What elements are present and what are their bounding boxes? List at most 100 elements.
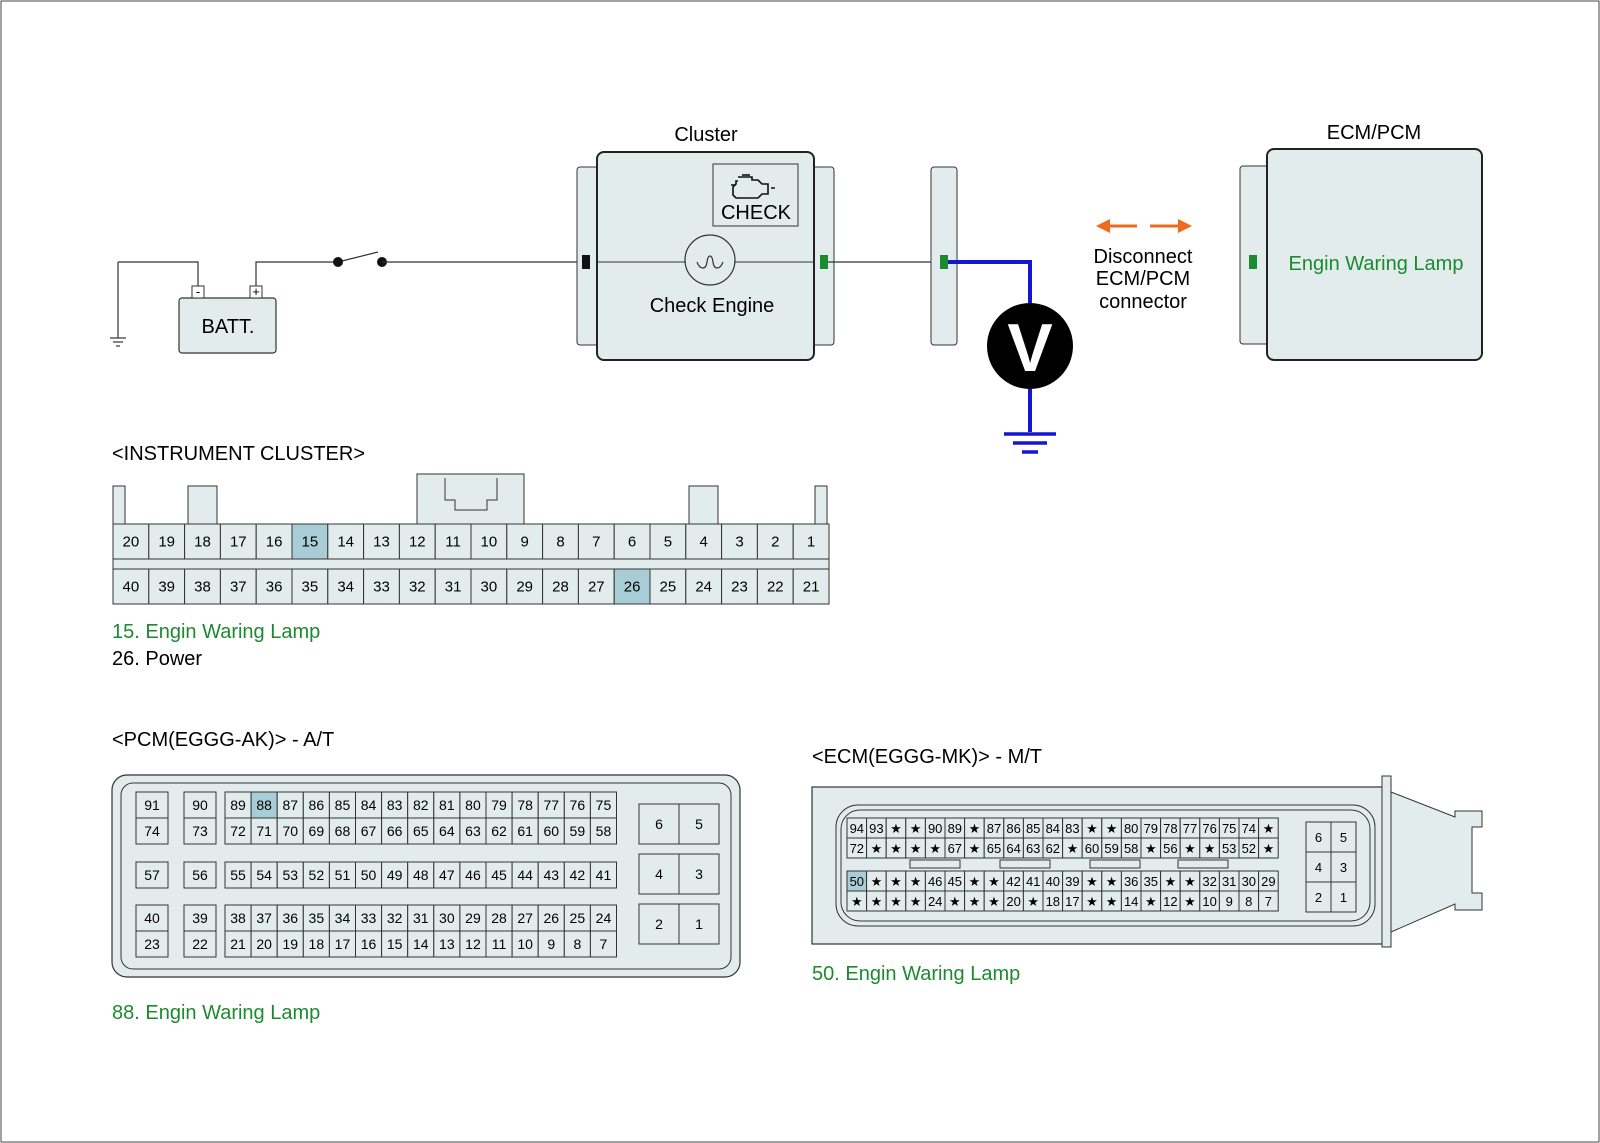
pin-label: 89 xyxy=(230,797,246,813)
ecm-pin-★: ★ xyxy=(885,870,907,892)
pin-label: 17 xyxy=(335,936,351,952)
pin-label: 13 xyxy=(373,534,390,551)
ecm-pin-★: ★ xyxy=(1081,890,1103,912)
ecm-pin xyxy=(1249,255,1257,269)
pin-label: 60 xyxy=(543,823,559,839)
ic-pin-5: 5 xyxy=(649,523,687,560)
pin-label: 5 xyxy=(695,816,703,832)
pin-label: 71 xyxy=(256,823,272,839)
pin-label: 85 xyxy=(1026,821,1040,836)
pin-label: 15 xyxy=(387,936,403,952)
pcm-pin-47: 47 xyxy=(433,861,461,889)
ecm-pin-75: 75 xyxy=(1218,817,1240,839)
pcm-pin-85: 85 xyxy=(328,791,356,819)
pin-label: 84 xyxy=(1046,821,1060,836)
pin-label: 24 xyxy=(596,910,612,926)
ground-icon xyxy=(1004,432,1056,454)
pin-label: 9 xyxy=(547,936,555,952)
pcm-pin-37: 37 xyxy=(250,904,278,932)
ecm-pin-50: 50 xyxy=(846,870,868,892)
ecm-pin-58: 58 xyxy=(1120,837,1142,859)
pcm-pin-30: 30 xyxy=(433,904,461,932)
ecm-pin-86: 86 xyxy=(1003,817,1024,839)
ecm-pin-★: ★ xyxy=(1101,890,1122,912)
pin-label: 39 xyxy=(1065,874,1079,889)
pin-label: ★ xyxy=(910,841,922,856)
pin-label: 46 xyxy=(928,874,942,889)
pcm-pin-18: 18 xyxy=(302,930,330,958)
pin-label: 67 xyxy=(361,823,377,839)
pcm-pin-7: 7 xyxy=(589,930,618,958)
pcm-pin-58: 58 xyxy=(589,817,618,845)
pin-label: 39 xyxy=(158,579,175,596)
pin-label: 26 xyxy=(624,579,641,596)
ecm-pin-35: 35 xyxy=(1140,870,1162,892)
ecm-pin-78: 78 xyxy=(1160,817,1181,839)
pin-label: ★ xyxy=(1145,841,1157,856)
pin-label: 33 xyxy=(373,579,390,596)
ecm-body xyxy=(1266,148,1483,361)
pin-label: ★ xyxy=(988,874,1000,889)
pin-label: 35 xyxy=(1144,874,1158,889)
pcm-pin-78: 78 xyxy=(511,791,539,819)
pin-label: 24 xyxy=(928,894,942,909)
pin-label: 79 xyxy=(491,797,507,813)
pin-label: 64 xyxy=(439,823,455,839)
ic-pin-34: 34 xyxy=(327,568,365,605)
pin-label: 59 xyxy=(1104,841,1118,856)
pin-label: 44 xyxy=(517,867,533,883)
ic-pin-21: 21 xyxy=(792,568,830,605)
ic-pin-37: 37 xyxy=(219,568,257,605)
pcm-pin-79: 79 xyxy=(485,791,513,819)
pin-label: ★ xyxy=(1263,821,1275,836)
pin-label: 42 xyxy=(570,867,586,883)
ic-pin-27: 27 xyxy=(577,568,615,605)
pcm-pin-32: 32 xyxy=(381,904,409,932)
pcm-pin-62: 62 xyxy=(485,817,513,845)
pin-label: ★ xyxy=(969,841,981,856)
pin-label: 29 xyxy=(465,910,481,926)
pin-label: 22 xyxy=(192,936,208,952)
pcm-pin-22: 22 xyxy=(183,930,217,958)
pcm-pin-41: 41 xyxy=(589,861,618,889)
pin-label: 22 xyxy=(767,579,784,596)
pcm-pin-90: 90 xyxy=(183,791,217,819)
pcm-pin-50: 50 xyxy=(355,861,383,889)
pcm-pin-23: 23 xyxy=(135,930,169,958)
ic-pin-25: 25 xyxy=(649,568,687,605)
ic-pin-13: 13 xyxy=(363,523,400,560)
ic-pin-19: 19 xyxy=(148,523,186,560)
pin-label: 52 xyxy=(1242,841,1256,856)
ecm-pin-94: 94 xyxy=(846,817,868,839)
pcm-pin-72: 72 xyxy=(224,817,252,845)
pcm-pin-1: 1 xyxy=(678,903,720,945)
pin-label: 7 xyxy=(600,936,608,952)
ecm-pin-56: 56 xyxy=(1160,837,1181,859)
double-arrow-icon xyxy=(1096,219,1192,233)
pin-label: 30 xyxy=(1242,874,1256,889)
check-engine-text: Check Engine xyxy=(650,295,775,317)
ecm-pin-8: 8 xyxy=(1238,890,1260,912)
voltmeter-icon: V xyxy=(987,303,1073,389)
pin-label: 27 xyxy=(517,910,533,926)
pin-label: ★ xyxy=(890,874,902,889)
pin-label: 63 xyxy=(1026,841,1040,856)
ecm-pin-52: 52 xyxy=(1238,837,1260,859)
pin-label: 50 xyxy=(361,867,377,883)
pcm-pin-20: 20 xyxy=(250,930,278,958)
ic-tab xyxy=(187,485,218,525)
ecm-pin-9: 9 xyxy=(1218,890,1240,912)
ecm-key-slot xyxy=(909,859,961,869)
ecm-pin-★: ★ xyxy=(1022,890,1044,912)
pin-label: 72 xyxy=(230,823,246,839)
pin-label: 68 xyxy=(335,823,351,839)
disconnect-line-3: connector xyxy=(1099,291,1187,313)
pcm-pin-59: 59 xyxy=(563,817,591,845)
voltmeter-symbol: V xyxy=(1007,310,1052,386)
cluster-title: Cluster xyxy=(674,124,738,146)
